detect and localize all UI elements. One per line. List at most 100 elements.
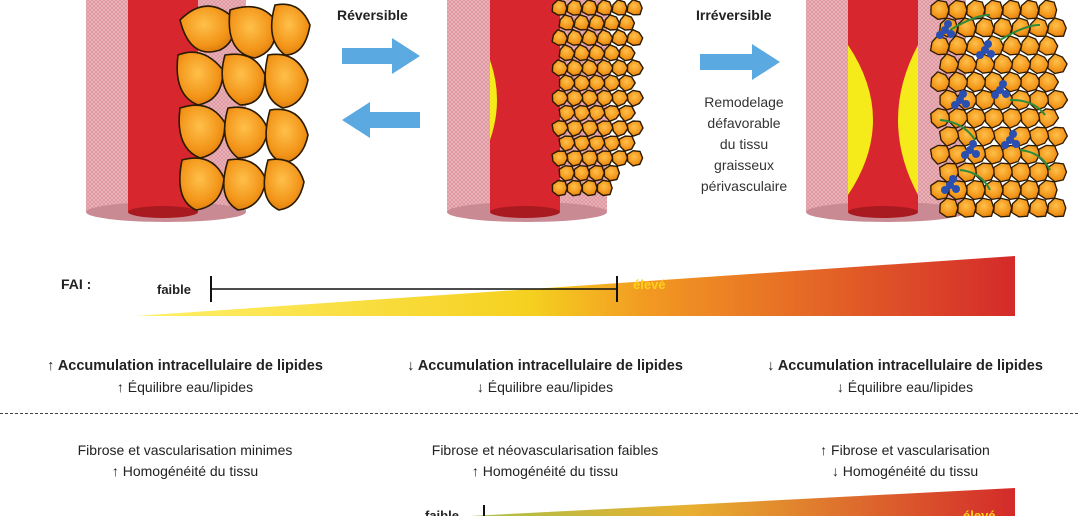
column-1-lipid-line: ↑ Accumulation intracellulaire de lipide… [47, 358, 323, 374]
reversible-label: Réversible [337, 7, 408, 23]
fibrosis-strand [1019, 149, 1051, 171]
fat-cell [956, 53, 978, 74]
fat-cell [947, 35, 968, 56]
fat-cell [596, 120, 614, 137]
fat-cell [948, 0, 968, 20]
fai-low-label: faible [157, 282, 191, 297]
column-3-homogeneity-line: ↓ Homogénéité du tissu [831, 463, 979, 479]
fat-cell [1020, 0, 1040, 20]
fat-cell [930, 107, 952, 129]
fat-cell [573, 14, 590, 31]
fibrosis-strand [999, 23, 1041, 41]
fat-cell [966, 107, 988, 129]
column-2-fibrosis: Fibrose et néovascularisation faibles ↑ … [370, 440, 720, 482]
fat-cell [596, 179, 613, 197]
macrophage-cell [1009, 130, 1017, 138]
fat-cell [1038, 0, 1058, 20]
fat-cell [1047, 89, 1069, 111]
fat-cell [993, 197, 1013, 218]
fat-cell [984, 107, 1006, 129]
remodel-caption-line-1: Remodelage [704, 94, 784, 110]
fat-cell [1002, 0, 1022, 20]
fat-cell [603, 104, 621, 122]
fat-cell [611, 0, 628, 16]
macrophage-clusters [936, 20, 1020, 194]
fat-cell [956, 162, 978, 183]
column-3-lipids: ↓ Accumulation intracellulaire de lipide… [732, 356, 1078, 398]
fat-cell [939, 197, 959, 218]
fat-cell [1020, 108, 1042, 129]
fat-cell [566, 89, 584, 107]
fat-cell [581, 150, 599, 167]
fibrosis-strand [939, 119, 976, 141]
fat-cell [573, 135, 591, 152]
column-3-fibrosis: ↑ Fibrose et vascularisation ↓ Homogénéi… [732, 440, 1078, 482]
section-divider [0, 413, 1078, 414]
fat-cell [975, 197, 995, 218]
fat-cell [983, 144, 1005, 165]
fat-cell [626, 29, 644, 47]
irreversible-arrow [700, 44, 780, 80]
column-2-homogeneity-line: ↑ Homogénéité du tissu [471, 463, 619, 479]
fat-cell [947, 144, 969, 165]
fat-cell [1020, 179, 1040, 200]
fat-cell [1028, 17, 1049, 38]
fat-cell [596, 59, 614, 77]
macrophage-cell [947, 30, 955, 38]
fat-cell [573, 104, 591, 122]
macrophage-cell [1002, 90, 1010, 98]
fat-cell [551, 150, 569, 167]
macrophage-cell [949, 175, 957, 183]
fat-cell [566, 59, 584, 77]
fat-cell [1047, 162, 1068, 183]
fat-cell [596, 89, 614, 107]
macrophage-cell [984, 40, 992, 48]
macrophage-cell [1012, 140, 1020, 148]
fat-cell [966, 0, 986, 20]
fat-cell [588, 14, 605, 31]
fat-cell [1038, 71, 1060, 93]
fat-cell [611, 29, 629, 47]
fat-cell [566, 29, 584, 46]
fat-cell [573, 164, 591, 182]
fat-cell [1028, 126, 1050, 147]
fat-cell [603, 135, 621, 152]
fat-cell [588, 104, 606, 122]
fat-cell [558, 74, 576, 92]
fat-cell [975, 162, 996, 183]
fat-cell [966, 71, 987, 93]
second-range-bar [483, 505, 485, 516]
fat-tissue-stage-3 [929, 0, 1069, 218]
macrophage-cell [962, 100, 970, 108]
fat-cell [588, 44, 606, 62]
fat-cell [558, 14, 575, 31]
fat-cell [626, 89, 644, 107]
column-3-lipid-line: ↓ Accumulation intracellulaire de lipide… [767, 358, 1043, 374]
remodel-caption: Remodelage défavorable du tissu graisseu… [688, 92, 800, 197]
macrophage-cell [969, 140, 977, 148]
fibrosis-strand [959, 169, 991, 191]
fat-cell [581, 29, 599, 46]
second-gradient-wedge [470, 488, 1015, 516]
fat-cell [930, 71, 951, 93]
fai-range-bar [210, 276, 618, 302]
fat-cell [618, 74, 636, 92]
fat-cell [984, 179, 1004, 201]
fai-gradient-wedge [135, 256, 1015, 316]
column-2-lipid-line: ↓ Accumulation intracellulaire de lipide… [407, 358, 683, 374]
second-high-label: élevé [963, 508, 996, 516]
column-1-water-line: ↑ Équilibre eau/lipides [116, 379, 254, 395]
macrophage-cell [1006, 136, 1014, 144]
fat-cell [993, 162, 1014, 183]
macrophage-cell [999, 80, 1007, 88]
fat-cell [930, 0, 950, 20]
fat-cell [611, 120, 629, 137]
fat-cell [573, 44, 591, 62]
fat-cell [930, 180, 951, 201]
macrophage-cell [987, 50, 995, 58]
fat-cell [618, 135, 636, 152]
fat-cell [573, 74, 591, 92]
fat-tissue-stage-1 [176, 3, 311, 211]
fat-cell [603, 44, 621, 62]
fat-cell [566, 150, 584, 167]
